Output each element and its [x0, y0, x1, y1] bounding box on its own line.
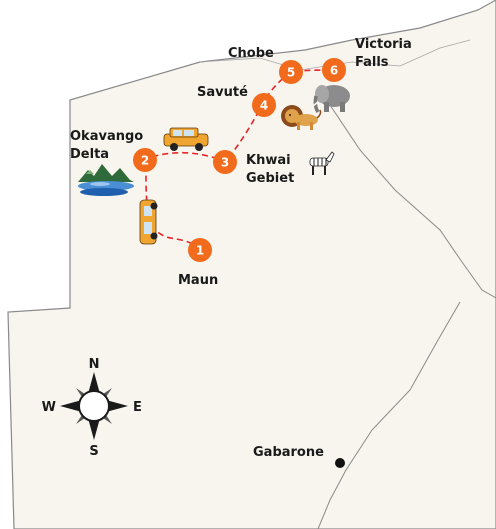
stop-number-3: 3 [221, 156, 229, 170]
gabarone-dot [335, 458, 345, 468]
label-victoria-line1: Victoria [355, 37, 412, 52]
delta-landscape-icon [78, 164, 134, 196]
label-maun: Maun [178, 273, 218, 288]
compass-w-label: W [42, 400, 56, 415]
car-icon [139, 199, 158, 245]
label-gabarone: Gabarone [253, 445, 324, 460]
stop-marker-6[interactable]: 6 [322, 58, 346, 82]
stop-marker-4[interactable]: 4 [252, 93, 276, 117]
country-land [7, 0, 496, 529]
stop-number-4: 4 [260, 99, 268, 113]
label-savute: Savuté [197, 85, 248, 100]
compass-n-label: N [89, 357, 100, 372]
stop-number-1: 1 [196, 244, 204, 258]
stop-marker-1[interactable]: 1 [188, 238, 212, 262]
stop-marker-3[interactable]: 3 [213, 150, 237, 174]
label-khwai-line2: Gebiet [246, 171, 294, 186]
elephant-icon [312, 85, 350, 113]
stop-number-6: 6 [330, 64, 338, 78]
internal-border-north [319, 89, 496, 299]
compass-west-arrow [60, 400, 82, 412]
compass-e-label: E [133, 400, 142, 415]
lion-icon [281, 105, 322, 130]
stop-number-5: 5 [287, 66, 295, 80]
compass-east-arrow [106, 400, 128, 412]
label-victoria-line2: Falls [355, 55, 389, 70]
label-okavango-line2: Delta [70, 147, 109, 162]
stop-number-2: 2 [141, 154, 149, 168]
stop-marker-2[interactable]: 2 [133, 148, 157, 172]
label-khwai-line1: Khwai [246, 153, 291, 168]
zebra-icon [309, 151, 335, 175]
suv-icon [163, 127, 209, 151]
compass-north-arrow [88, 372, 100, 394]
stop-marker-5[interactable]: 5 [279, 60, 303, 84]
compass-s-label: S [89, 444, 98, 459]
label-okavango-line1: Okavango [70, 129, 143, 144]
compass-south-arrow [88, 418, 100, 440]
label-chobe: Chobe [228, 46, 274, 61]
compass-rose: N S E W [42, 357, 142, 459]
internal-border-south [317, 301, 461, 529]
caprivi-edge [199, 39, 471, 71]
